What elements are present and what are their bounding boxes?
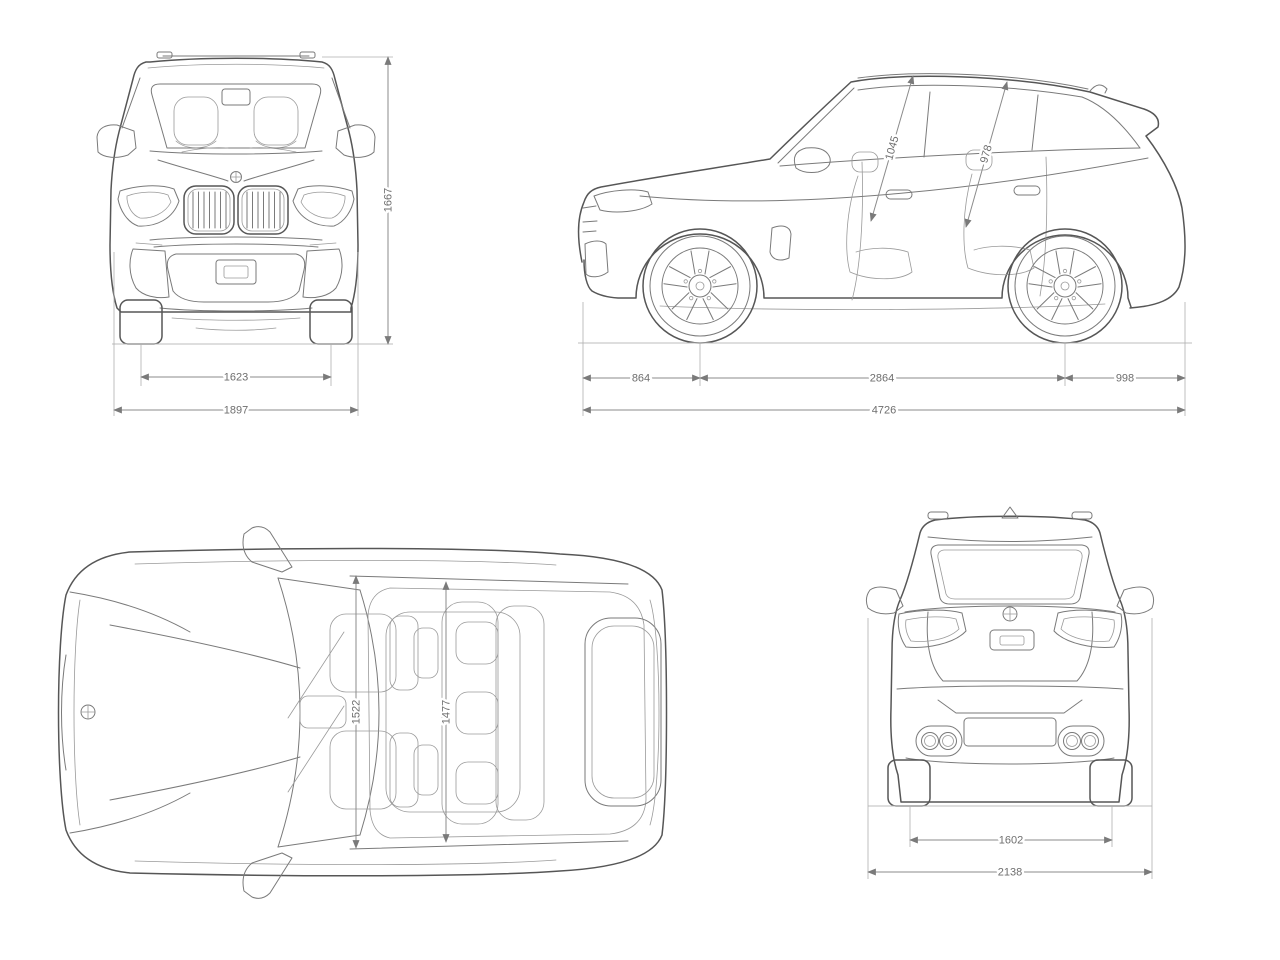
top-view: 1522 1477 [57,526,668,899]
rear-tire-left [887,759,931,807]
taillight-left [897,609,967,648]
dim-rear-interior-width: 1477 [441,700,453,724]
door-handle-rear [1013,185,1041,196]
front-view: 1667 1623 1897 [96,51,397,419]
dim-front-interior-width: 1522 [351,700,363,724]
rear-dimensions: 1602 2138 [867,618,1153,881]
bmw-roundel-icon-top [80,704,96,720]
rear-car-drawing [865,506,1155,807]
front-seat-right [329,730,439,810]
bmw-roundel-icon-rear [1002,606,1018,622]
fender-vent [769,225,792,261]
dim-rear-overhang: 998 [1116,373,1134,385]
kidney-grille-left [183,185,235,235]
exhaust-tips-right [1057,725,1105,757]
wipers [287,631,345,793]
diffuser-mesh [963,717,1057,747]
front-dimensions: 1667 1623 1897 [112,56,397,419]
wheel-rear [1008,229,1122,343]
dim-front-overhang: 864 [632,373,650,385]
door-mirror-left [96,124,137,158]
windshield [149,83,323,155]
front-tire-left [119,299,163,345]
dim-track: 1623 [224,372,248,384]
license-plate-recess [989,629,1035,651]
interior-mirror [221,88,251,106]
interior-seats-ghost [846,149,1035,280]
top-mirror-right [242,852,293,899]
dim-wheelbase: 2864 [870,373,894,385]
antenna-fin-rear [1001,506,1019,519]
kidney-grille-right [237,185,289,235]
front-seat-left [329,613,439,693]
exhaust-tips-left [915,725,963,757]
dim-overall-length: 4726 [872,405,896,417]
rear-window-top [584,617,662,807]
front-bumper [129,236,343,331]
rear-window [930,544,1090,605]
front-car-drawing [96,51,376,345]
top-dimensions: 1522 1477 [348,575,455,849]
wheel-front [643,229,757,343]
tow-cover [215,259,257,285]
side-view: 1045 978 864 2864 998 4726 [577,73,1192,419]
roof-rail-right [1071,511,1093,520]
side-mirror [793,147,831,173]
bmw-roundel-icon [230,171,242,183]
rear-view: 1602 2138 [865,506,1155,881]
dim-width-incl-mirrors: 2138 [998,867,1022,879]
dim-rear-track: 1602 [999,835,1023,847]
antenna-fin [1089,84,1108,94]
taillight-right [1053,609,1123,648]
roof-rail-left [927,511,949,520]
rear-mirror-right [1116,586,1155,615]
rear-tire-right [1089,759,1133,807]
dim-overall-height: 1667 [383,188,395,212]
front-intake-side [584,240,609,278]
roof-rails [156,51,316,59]
headrests [173,96,299,149]
rear-mirror-left [865,586,904,615]
headlight-left [117,185,180,227]
side-car-drawing [577,73,1186,343]
sunroof [385,611,521,813]
front-tire-right [309,299,353,345]
dim-overall-width: 1897 [224,405,248,417]
rear-bench [441,601,545,825]
top-mirror-left [242,526,293,573]
top-car-drawing [57,526,668,899]
headlight-side [593,189,653,213]
center-console [299,695,347,729]
door-mirror-right [335,124,376,158]
rear-bumper [896,685,1124,765]
headlight-right [292,185,355,227]
